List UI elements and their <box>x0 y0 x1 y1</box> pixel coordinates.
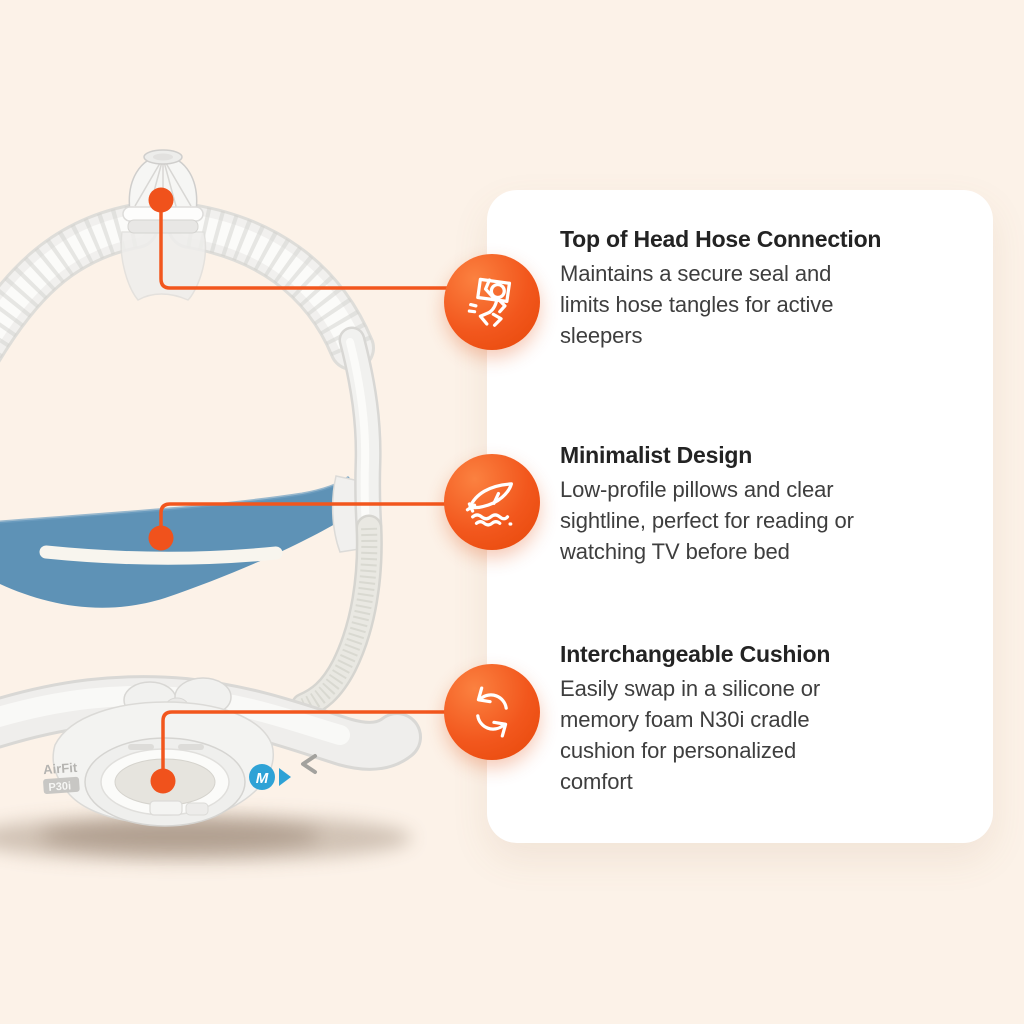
info-card: Top of Head Hose Connection Maintains a … <box>487 190 993 843</box>
strap-slot <box>39 545 283 565</box>
model-label: P30i <box>48 780 71 794</box>
feature-title: Interchangeable Cushion <box>560 641 831 667</box>
feature-item: Top of Head Hose Connection Maintains a … <box>560 225 890 351</box>
size-badge: M <box>249 764 291 790</box>
feature-icon-badge <box>444 254 540 350</box>
top-hose-connector <box>120 149 207 301</box>
svg-text:M: M <box>256 770 269 787</box>
brand-label: AirFit <box>43 760 79 777</box>
corrugated-tube-right <box>167 203 375 371</box>
fabric-tube <box>290 514 383 720</box>
feature-description: Easily swap in a silicone or memory foam… <box>560 676 821 794</box>
feature-icon-badge <box>444 664 540 760</box>
product-shadow <box>0 814 412 862</box>
feature-title: Minimalist Design <box>560 442 753 468</box>
feature-description: Maintains a secure seal and limits hose … <box>560 261 834 348</box>
sleeper-icon <box>467 277 512 327</box>
headgear-strap <box>0 475 353 608</box>
feature-icon-badge <box>444 454 540 550</box>
feature-description: Low-profile pillows and clear sightline,… <box>560 477 854 564</box>
frame-chevron-mark <box>301 754 317 774</box>
corrugated-tube-left <box>0 203 159 363</box>
feature-item: Interchangeable Cushion Easily swap in a… <box>560 640 890 797</box>
feature-item: Minimalist Design Low-profile pillows an… <box>560 441 890 567</box>
size-arrow-icon <box>279 768 291 786</box>
swap-arrows-icon <box>476 686 508 738</box>
nasal-cushion-assembly: AirFit P30i M <box>0 675 422 827</box>
feature-title: Top of Head Hose Connection <box>560 226 882 252</box>
feather-icon <box>465 482 513 527</box>
